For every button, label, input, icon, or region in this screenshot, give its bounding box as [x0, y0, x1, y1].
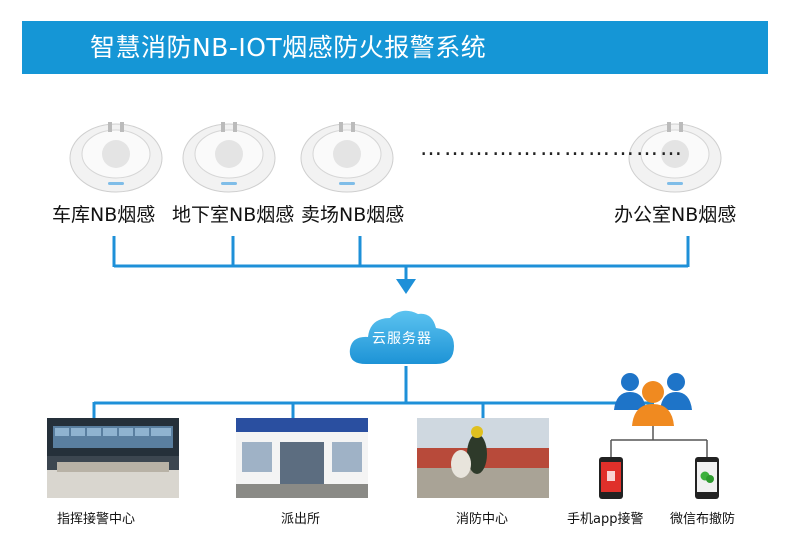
- page-title: 智慧消防NB-IOT烟感防火报警系统: [90, 33, 487, 62]
- police-station-image: [236, 418, 368, 498]
- ellipsis-dots: ……………………………: [420, 136, 684, 161]
- detector-label-garage: 车库NB烟感: [52, 204, 156, 226]
- mobile-label-app: 手机app接警: [567, 512, 644, 527]
- cloud-server-icon: [349, 310, 454, 364]
- command-center-image: [47, 418, 179, 498]
- station-label-fire: 消防中心: [456, 512, 509, 527]
- phone-red-icon: [599, 457, 623, 499]
- smoke-detector-icon: [299, 114, 395, 194]
- fire-center-image: [417, 418, 549, 498]
- cloud-server-label: 云服务器: [372, 331, 432, 347]
- detector-label-office: 办公室NB烟感: [614, 204, 737, 226]
- smoke-detector-icon: [181, 114, 277, 194]
- detector-label-basement: 地下室NB烟感: [172, 204, 295, 226]
- detector-label-store: 卖场NB烟感: [301, 204, 405, 226]
- smoke-detector-icon: [68, 114, 164, 194]
- users-group-icon: [614, 373, 692, 426]
- station-label-police: 派出所: [281, 512, 321, 527]
- mobile-label-wechat: 微信布撤防: [670, 512, 736, 527]
- station-label-command: 指挥接警中心: [57, 512, 136, 527]
- phone-wechat-icon: [695, 457, 719, 499]
- smoke-detector-icon: [627, 114, 723, 194]
- title-banner: 智慧消防NB-IOT烟感防火报警系统: [22, 21, 768, 74]
